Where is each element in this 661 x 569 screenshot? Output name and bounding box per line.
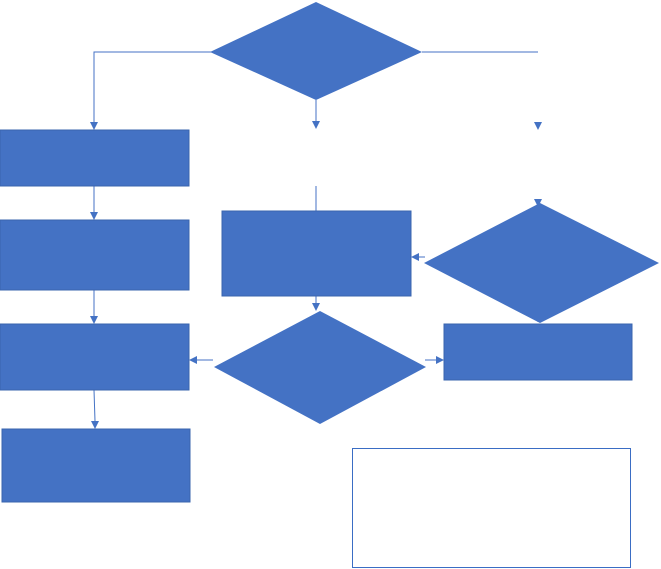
arrowhead-center-box-side: [411, 253, 419, 261]
left-box-1-node[interactable]: [0, 129, 190, 187]
arrowhead-center-decision: [312, 303, 320, 311]
note-box-node[interactable]: [352, 448, 631, 568]
left-box-2-node[interactable]: [0, 219, 190, 291]
arrowhead-left-box-2: [90, 212, 98, 220]
arrowhead-left-box-3-side: [189, 356, 197, 364]
center-decision-node[interactable]: [214, 311, 426, 424]
center-box-node[interactable]: [221, 210, 412, 297]
arrowhead-right-top: [534, 122, 542, 130]
arrowhead-center-top: [312, 121, 320, 129]
arrowhead-left-box-3: [90, 316, 98, 324]
arrowhead-left-box-4: [91, 421, 99, 429]
arrowhead-left-box-1: [90, 122, 98, 130]
right-decision-node[interactable]: [424, 203, 659, 323]
arrowhead-right-decision: [534, 199, 542, 207]
arrowhead-right-box: [436, 356, 444, 364]
right-box-node[interactable]: [443, 323, 633, 381]
left-box-3-node[interactable]: [0, 323, 190, 391]
edge-left-box-3-to-left-box-4: [93, 389, 96, 422]
top-decision-node[interactable]: [210, 2, 422, 100]
edge-top-decision-to-left-box-1: [93, 51, 211, 122]
left-box-4-node[interactable]: [1, 428, 191, 503]
